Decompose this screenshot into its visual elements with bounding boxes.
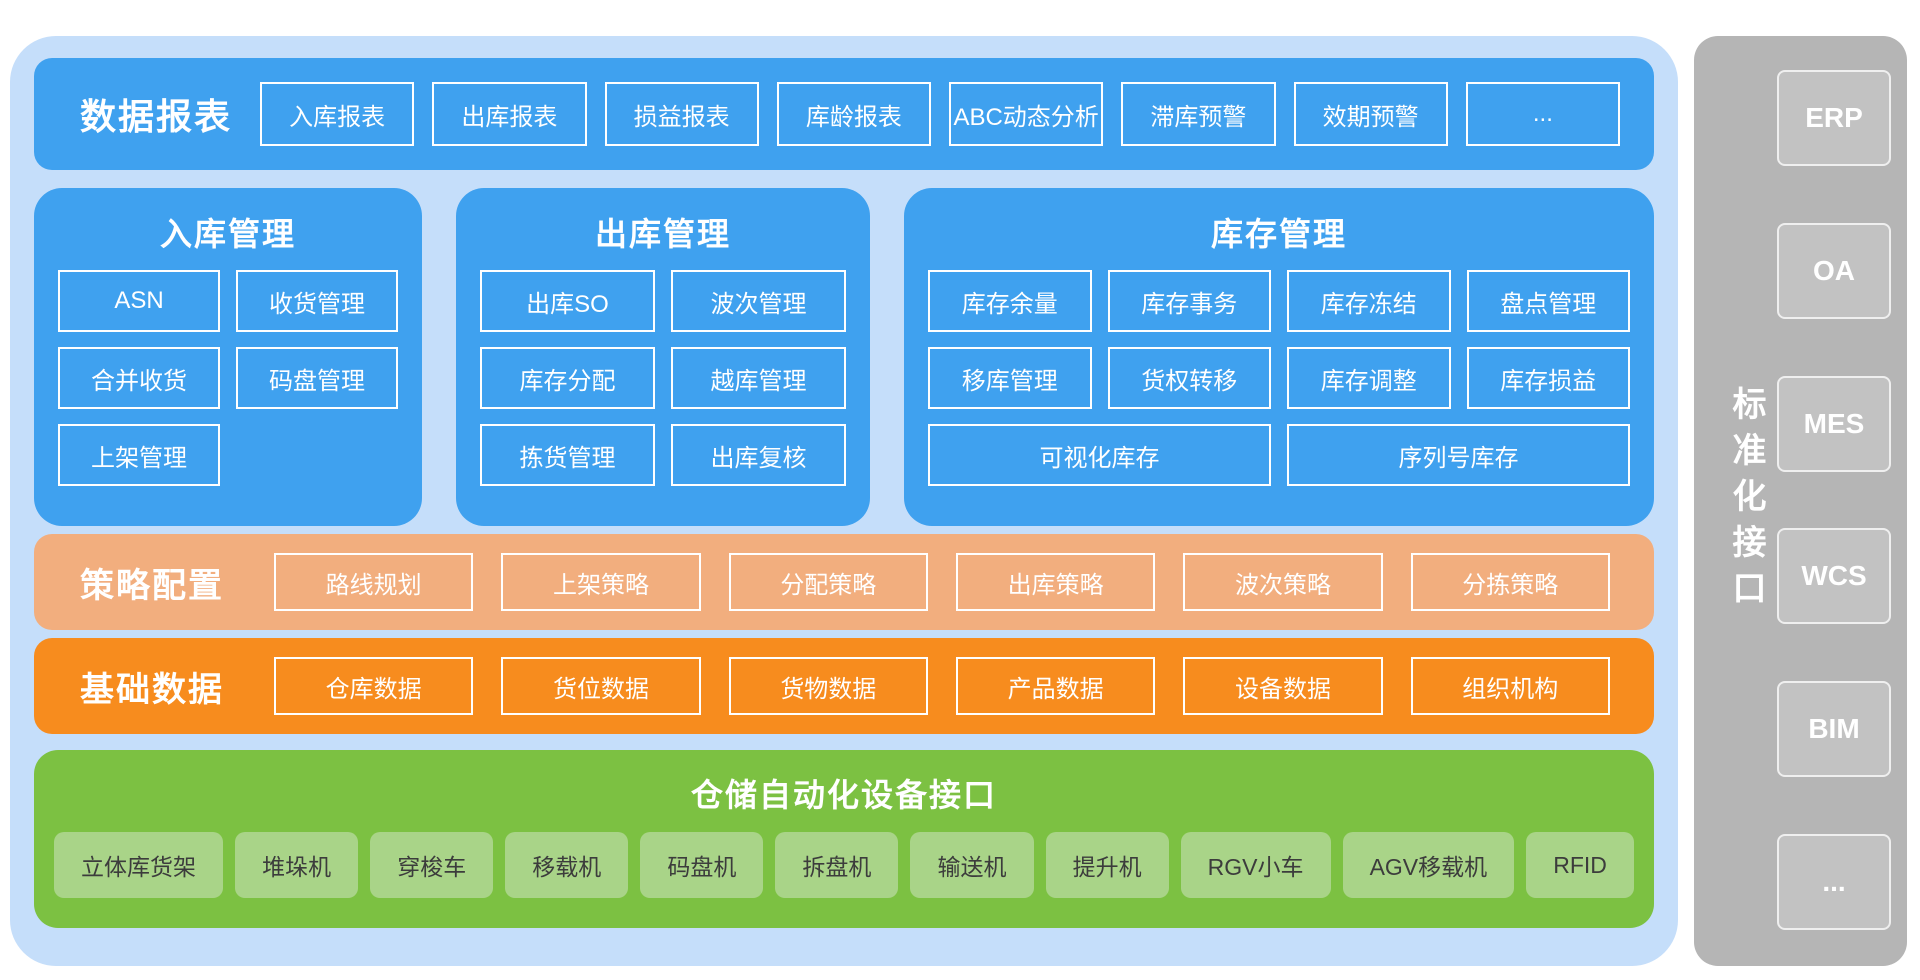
- panel-inventory-wide-items: 可视化库存序列号库存: [928, 424, 1630, 486]
- panel-inbound-title: 入库管理: [159, 216, 296, 252]
- base-data-item: 设备数据: [1183, 657, 1383, 715]
- device-item: 拆盘机: [775, 832, 899, 898]
- device-panel-title: 仓储自动化设备接口: [690, 777, 997, 813]
- strategy-item: 出库策略: [955, 553, 1156, 611]
- report-bar-title: 数据报表: [80, 96, 233, 137]
- interface-item: BIM: [1777, 681, 1891, 778]
- module-item: 货权转移: [1107, 347, 1271, 409]
- module-item: 上架管理: [58, 424, 220, 486]
- module-item: 盘点管理: [1466, 270, 1630, 332]
- device-item: 堆垛机: [235, 832, 359, 898]
- base-data-item: 组织机构: [1410, 657, 1610, 715]
- report-item: 损益报表: [604, 82, 759, 146]
- strategy-item: 波次策略: [1183, 553, 1383, 611]
- device-item: 移载机: [505, 832, 629, 898]
- module-item: 越库管理: [671, 347, 846, 409]
- interface-item: ERP: [1777, 70, 1891, 166]
- device-item: RFID: [1526, 832, 1634, 898]
- module-item-wide: 可视化库存: [928, 424, 1271, 486]
- interface-item: WCS: [1777, 528, 1891, 625]
- device-item: AGV移载机: [1342, 832, 1515, 898]
- module-item: 库存事务: [1107, 270, 1271, 332]
- base-data-bar: 基础数据 仓库数据货位数据货物数据产品数据设备数据组织机构: [34, 638, 1654, 734]
- module-item: 出库SO: [480, 270, 655, 332]
- module-item: 拣货管理: [480, 424, 655, 486]
- base-data-bar-title: 基础数据: [80, 670, 224, 709]
- interface-sidebar-title: 标准化接口: [1727, 386, 1765, 616]
- module-item: ASN: [58, 270, 220, 332]
- interface-item: OA: [1777, 222, 1891, 319]
- strategy-item: 路线规划: [274, 553, 474, 611]
- strategy-item: 分配策略: [728, 553, 928, 611]
- report-item: 库龄报表: [776, 82, 932, 146]
- interface-sidebar: 标准化接口 ERP OA MES WCS BIM...: [1694, 36, 1907, 966]
- strategy-bar-items: 路线规划上架策略分配策略出库策略波次策略分拣策略: [274, 553, 1610, 611]
- panel-outbound-items: 出库SO 波次管理库存分配越库管理拣货管理出库复核: [480, 270, 846, 486]
- panel-outbound: 出库管理 出库SO 波次管理库存分配越库管理拣货管理出库复核: [456, 188, 870, 526]
- report-item: ABC动态分析: [949, 82, 1104, 146]
- module-item: 波次管理: [671, 270, 846, 332]
- interface-item: MES: [1777, 375, 1891, 472]
- module-item: 库存调整: [1287, 347, 1451, 409]
- device-item: 提升机: [1045, 832, 1169, 898]
- module-item: 合并收货: [58, 347, 220, 409]
- report-item: 滞库预警: [1121, 82, 1276, 146]
- module-item: 移库管理: [928, 347, 1092, 409]
- base-data-item: 仓库数据: [274, 657, 474, 715]
- base-data-item: 货物数据: [728, 657, 928, 715]
- panel-inbound-items: ASN 收货管理合并收货码盘管理上架管理: [58, 270, 398, 486]
- panel-inbound: 入库管理 ASN 收货管理合并收货码盘管理上架管理: [34, 188, 422, 526]
- device-item: RGV小车: [1180, 832, 1331, 898]
- strategy-bar-title: 策略配置: [80, 566, 224, 605]
- report-item: 效期预警: [1293, 82, 1448, 146]
- strategy-item: 分拣策略: [1410, 553, 1610, 611]
- module-item: 库存冻结: [1287, 270, 1451, 332]
- report-bar: 数据报表 入库报表出库报表损益报表库龄报表 ABC动态分析滞库预警效期预警...: [34, 58, 1654, 170]
- module-item: 库存余量: [928, 270, 1092, 332]
- strategy-bar: 策略配置 路线规划上架策略分配策略出库策略波次策略分拣策略: [34, 534, 1654, 630]
- strategy-item: 上架策略: [501, 553, 701, 611]
- module-item-wide: 序列号库存: [1287, 424, 1630, 486]
- interface-sidebar-items: ERP OA MES WCS BIM...: [1777, 70, 1891, 930]
- device-item: 穿梭车: [370, 832, 494, 898]
- interface-item: ...: [1777, 833, 1891, 930]
- panel-inventory: 库存管理 库存余量库存事务库存冻结盘点管理移库管理货权转移库存调整库存损益 可视…: [904, 188, 1654, 526]
- device-item: 立体库货架: [54, 832, 224, 898]
- report-item: ...: [1465, 82, 1621, 146]
- module-item: 出库复核: [671, 424, 846, 486]
- module-item: 码盘管理: [236, 347, 398, 409]
- report-item: 出库报表: [432, 82, 587, 146]
- device-item: 码盘机: [640, 832, 764, 898]
- panel-inventory-items: 库存余量库存事务库存冻结盘点管理移库管理货权转移库存调整库存损益: [928, 270, 1630, 409]
- module-item: 收货管理: [236, 270, 398, 332]
- module-item: 库存损益: [1466, 347, 1630, 409]
- base-data-bar-items: 仓库数据货位数据货物数据产品数据设备数据组织机构: [274, 657, 1610, 715]
- panel-outbound-title: 出库管理: [594, 216, 731, 252]
- base-data-item: 产品数据: [955, 657, 1156, 715]
- panel-inventory-title: 库存管理: [1210, 216, 1347, 252]
- report-item: 入库报表: [260, 82, 415, 146]
- device-item: 输送机: [910, 832, 1034, 898]
- module-item: 库存分配: [480, 347, 655, 409]
- report-bar-items: 入库报表出库报表损益报表库龄报表 ABC动态分析滞库预警效期预警...: [260, 82, 1621, 146]
- base-data-item: 货位数据: [501, 657, 701, 715]
